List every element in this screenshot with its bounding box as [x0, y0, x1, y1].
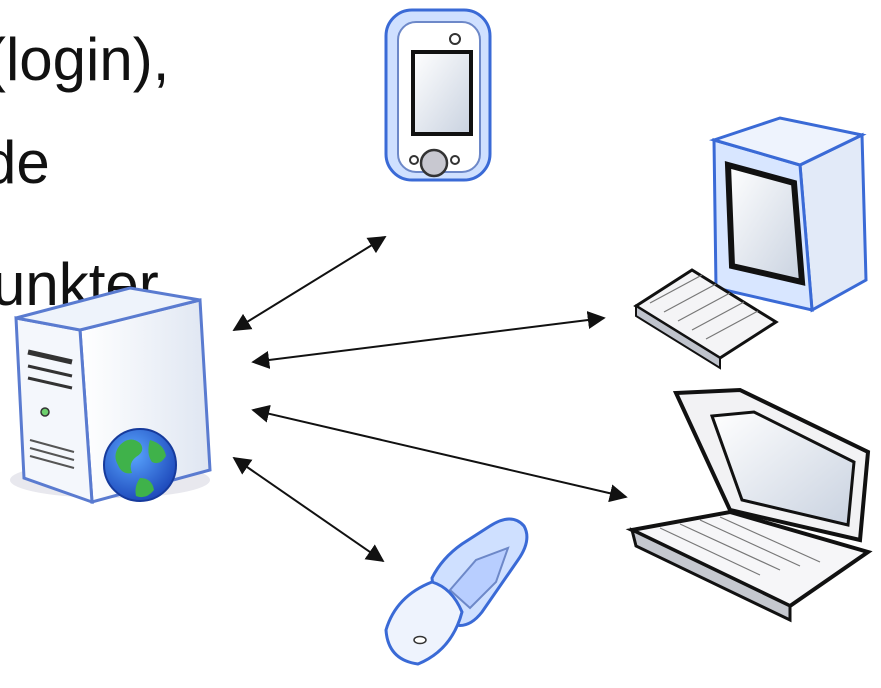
link-server-pda — [232, 236, 387, 331]
link-server-desktop — [251, 311, 606, 369]
link-server-phone — [232, 456, 385, 563]
flip-phone-icon — [384, 517, 529, 666]
laptop-icon — [625, 387, 873, 623]
connection-lines — [232, 236, 628, 563]
text-line-1: (login), — [0, 26, 170, 93]
link-server-laptop — [251, 404, 628, 503]
pda-icon — [384, 8, 492, 182]
text-line-2: de — [0, 129, 50, 196]
desktop-computer-icon — [633, 116, 868, 370]
server-globe-icon — [10, 286, 212, 505]
